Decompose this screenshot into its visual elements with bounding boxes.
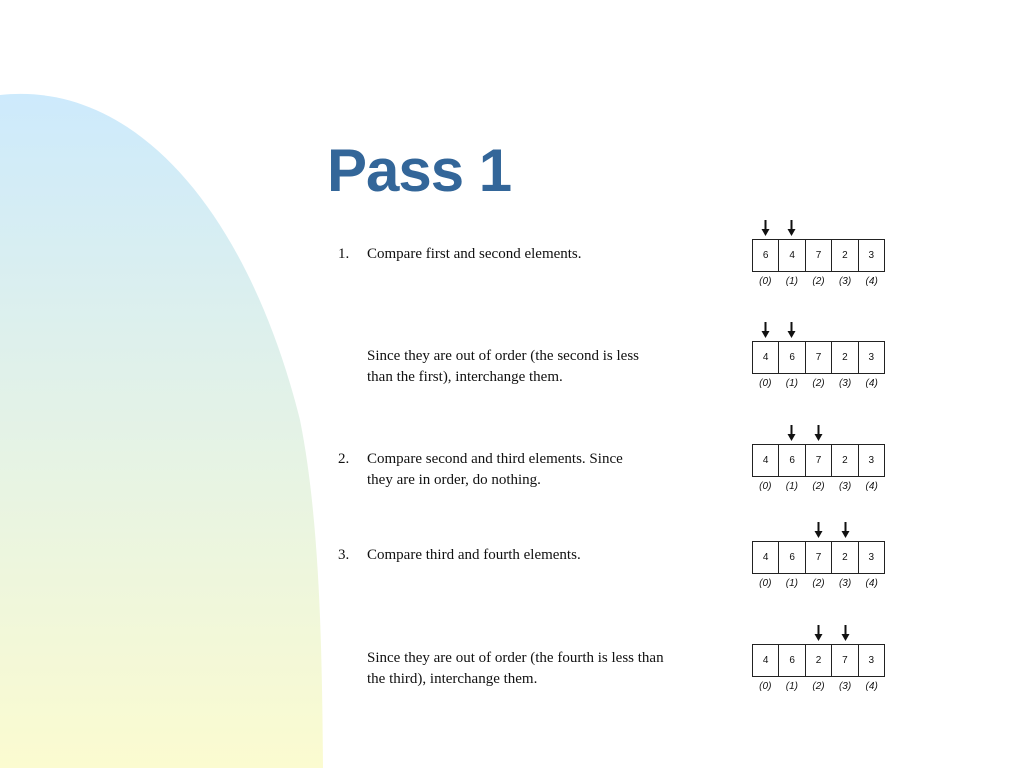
index-label: (4) — [865, 578, 878, 589]
step-text: Compare second and third elements. Since… — [367, 451, 623, 488]
index-label: (2) — [812, 378, 825, 389]
array-cell: 4 — [753, 542, 780, 573]
array-cell: 6 — [779, 542, 806, 573]
comparison-arrows — [752, 219, 888, 239]
step-number: 3. — [338, 547, 350, 563]
array-cell: 7 — [806, 240, 833, 271]
index-label: (4) — [865, 681, 878, 692]
index-label: (2) — [812, 578, 825, 589]
down-arrow-icon — [761, 322, 770, 338]
array-cell: 4 — [753, 342, 780, 373]
index-label: (4) — [865, 378, 878, 389]
array-cell: 3 — [868, 455, 875, 466]
step-text: Since they are out of order (the fourth … — [367, 650, 664, 687]
index-label: (0) — [759, 276, 772, 287]
index-label: (1) — [785, 681, 798, 692]
array-cell: 2 — [832, 342, 859, 373]
array-cell: 2 — [832, 542, 859, 573]
down-arrow-icon — [787, 322, 796, 338]
comparison-arrows — [752, 521, 888, 541]
index-label: (4) — [865, 276, 878, 287]
index-label: (0) — [759, 681, 772, 692]
index-label: (1) — [785, 578, 798, 589]
comparison-arrows — [752, 424, 888, 444]
array-cell: 6 — [779, 342, 806, 373]
array-indices: (0) (1) (2) (3) (4) — [752, 481, 885, 492]
comparison-arrows — [752, 321, 888, 341]
array-cell: 3 — [868, 655, 875, 666]
down-arrow-icon — [787, 220, 796, 236]
array-cell: 4 — [753, 445, 780, 476]
step-number: 2. — [338, 451, 350, 467]
index-label: (3) — [838, 578, 852, 589]
array-cell: 4 — [753, 645, 780, 676]
step-text: Since they are out of order (the second … — [367, 348, 639, 385]
index-label: (2) — [812, 681, 825, 692]
index-label: (2) — [812, 481, 825, 492]
array-cell: 7 — [806, 342, 833, 373]
down-arrow-icon — [761, 220, 770, 236]
down-arrow-icon — [814, 425, 823, 441]
array-cell: 4 — [779, 240, 806, 271]
down-arrow-icon — [814, 625, 823, 641]
array-indices: (0) (1) (2) (3) (4) — [752, 378, 885, 389]
step-text: Compare first and second elements. — [367, 246, 582, 262]
index-label: (3) — [838, 378, 852, 389]
array-cell: 3 — [868, 250, 875, 261]
index-label: (3) — [838, 681, 852, 692]
index-label: (0) — [759, 378, 772, 389]
array-cell: 3 — [868, 352, 875, 363]
array-cell: 7 — [806, 445, 833, 476]
array-indices: (0) (1) (2) (3) (4) — [752, 681, 885, 692]
array-cell: 6 — [779, 445, 806, 476]
array-indices: (0) (1) (2) (3) (4) — [752, 578, 885, 589]
array-cell: 2 — [832, 445, 859, 476]
down-arrow-icon — [841, 522, 850, 538]
index-label: (0) — [759, 578, 772, 589]
page-title: Pass 1 — [327, 137, 512, 204]
array-cell: 2 — [832, 240, 859, 271]
step-number: 1. — [338, 246, 350, 262]
index-label: (1) — [785, 378, 798, 389]
index-label: (0) — [759, 481, 772, 492]
array-cell: 7 — [832, 645, 859, 676]
down-arrow-icon — [841, 625, 850, 641]
array-cell: 6 — [779, 645, 806, 676]
index-label: (3) — [838, 276, 852, 287]
comparison-arrows — [752, 624, 888, 644]
array-indices: (0) (1) (2) (3) (4) — [752, 276, 885, 287]
down-arrow-icon — [814, 522, 823, 538]
array-cell: 2 — [806, 645, 833, 676]
index-label: (3) — [838, 481, 852, 492]
index-label: (1) — [785, 481, 798, 492]
array-cell: 7 — [806, 542, 833, 573]
array-cell: 3 — [868, 552, 875, 563]
index-label: (4) — [865, 481, 878, 492]
array-cell: 6 — [753, 240, 780, 271]
step-text: Compare third and fourth elements. — [367, 547, 581, 563]
index-label: (2) — [812, 276, 825, 287]
index-label: (1) — [785, 276, 798, 287]
down-arrow-icon — [787, 425, 796, 441]
